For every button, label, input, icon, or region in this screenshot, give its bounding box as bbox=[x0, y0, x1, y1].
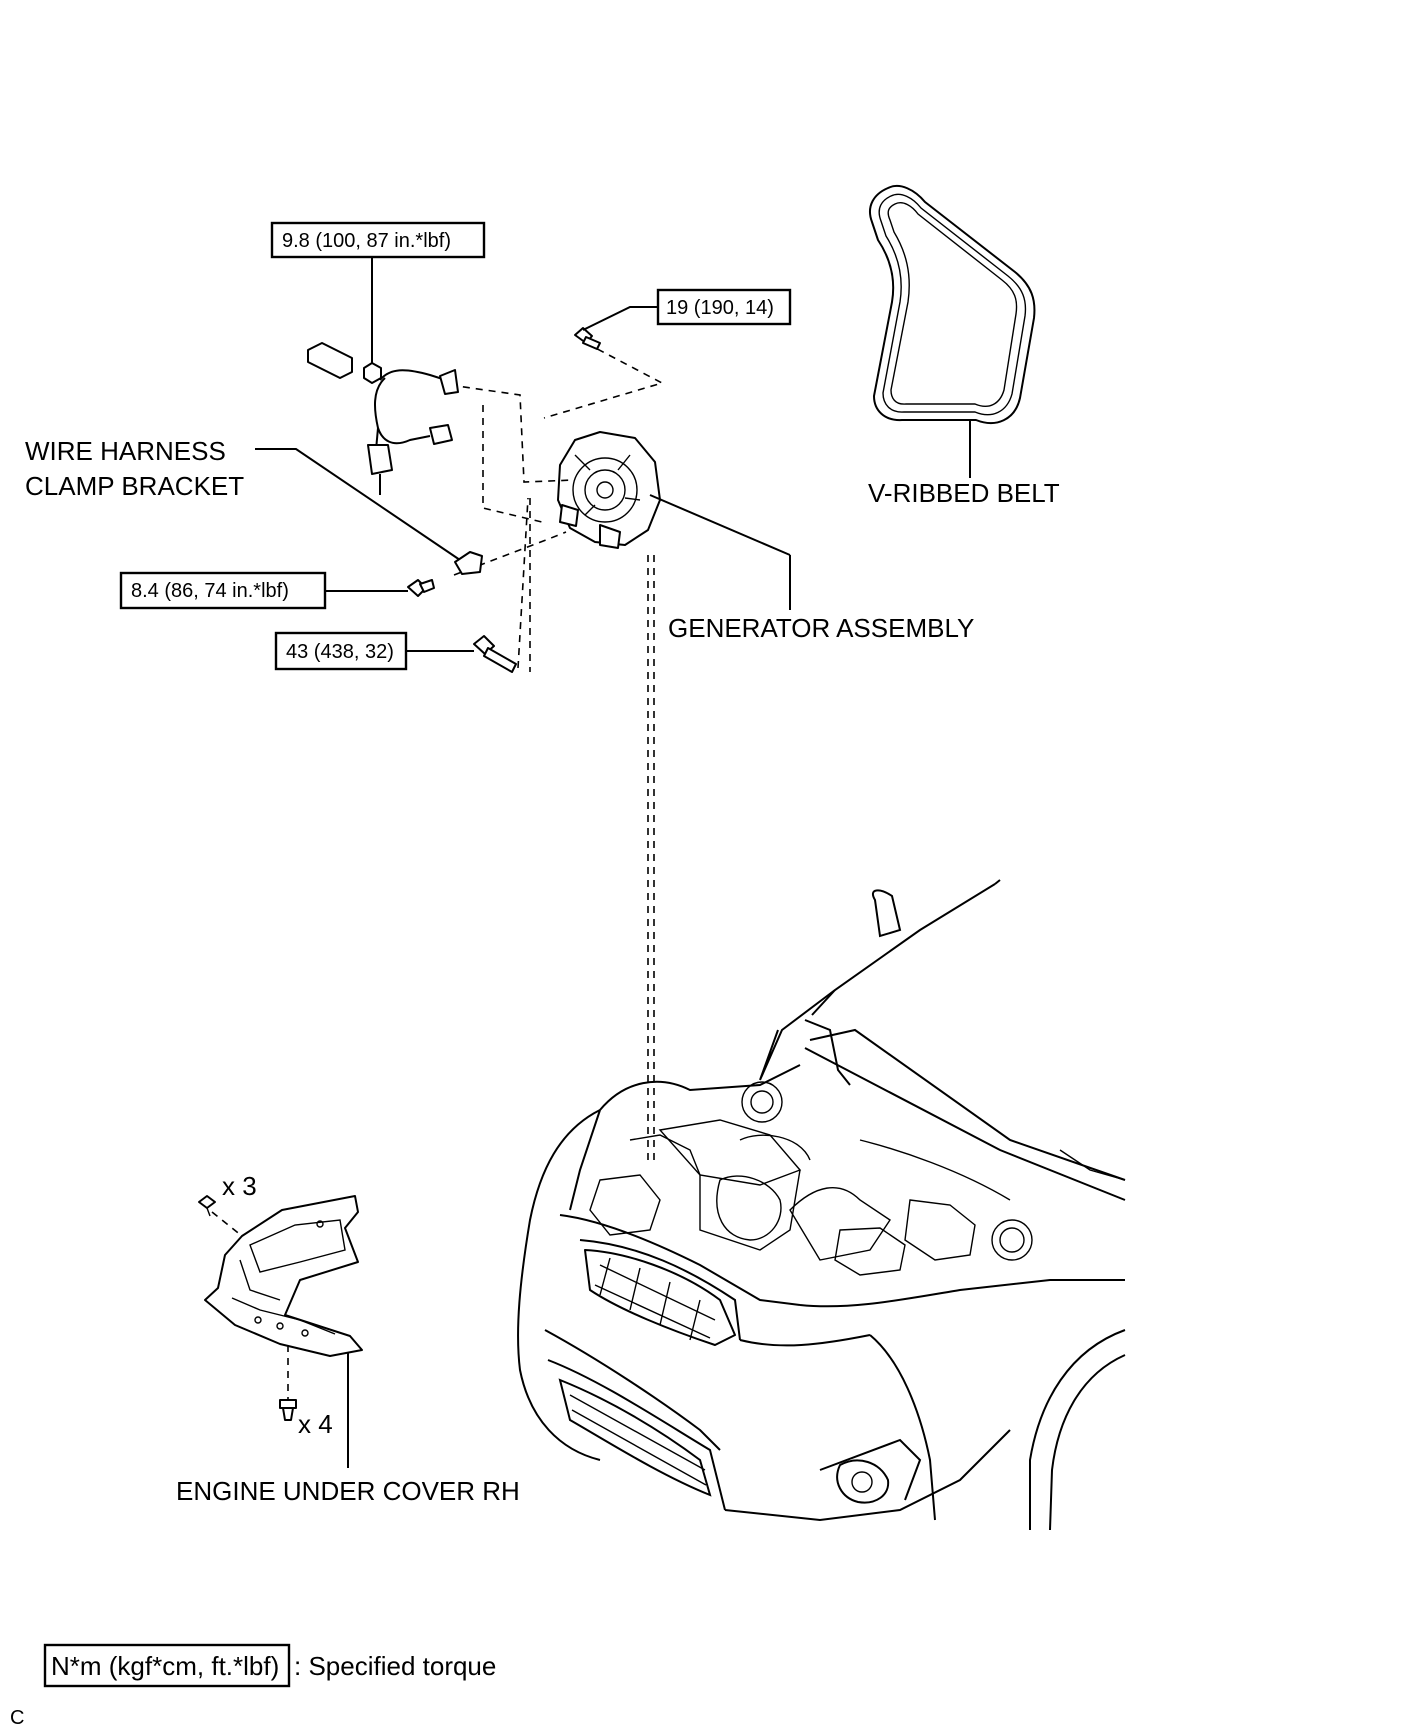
corner-code: C bbox=[10, 1707, 24, 1729]
legend-meaning: : Specified torque bbox=[294, 1651, 496, 1681]
torque-bracket-bolt: 8.4 (86, 74 in.*lbf) bbox=[131, 580, 289, 602]
lower-clips-quantity: x 4 bbox=[298, 1409, 333, 1439]
wire-harness-label-line2: CLAMP BRACKET bbox=[25, 471, 244, 501]
vehicle-front-drawing bbox=[517, 879, 1126, 1531]
torque-terminal-nut: 9.8 (100, 87 in.*lbf) bbox=[282, 230, 451, 252]
torque-upper-bolt: 19 (190, 14) bbox=[666, 297, 774, 319]
v-ribbed-belt-label: V-RIBBED BELT bbox=[868, 478, 1060, 508]
legend-torque-box bbox=[43, 1643, 291, 1688]
torque-box-lower-bolt bbox=[274, 631, 408, 671]
torque-lower-bolt: 43 (438, 32) bbox=[286, 641, 394, 663]
torque-box-bracket-bolt bbox=[119, 571, 327, 610]
generator-assembly-drawing bbox=[557, 431, 791, 610]
engine-under-cover-drawing bbox=[198, 1195, 363, 1468]
lower-bolt-drawing bbox=[406, 635, 517, 673]
upper-clips-quantity: x 3 bbox=[222, 1171, 257, 1201]
engine-under-cover-label: ENGINE UNDER COVER RH bbox=[176, 1476, 520, 1506]
assembly-guide-lines bbox=[449, 342, 665, 1165]
upper-bolt-drawing bbox=[574, 306, 658, 350]
v-ribbed-belt-drawing bbox=[869, 184, 1036, 478]
torque-box-upper-bolt bbox=[656, 288, 792, 326]
wire-harness-drawing bbox=[270, 221, 486, 495]
wire-harness-label-line1: WIRE HARNESS bbox=[25, 436, 226, 466]
torque-box-terminal-nut bbox=[270, 221, 486, 259]
clamp-bracket-drawing bbox=[255, 448, 483, 597]
generator-assembly-label: GENERATOR ASSEMBLY bbox=[668, 613, 974, 643]
legend-key: N*m (kgf*cm, ft.*lbf) bbox=[51, 1651, 279, 1681]
